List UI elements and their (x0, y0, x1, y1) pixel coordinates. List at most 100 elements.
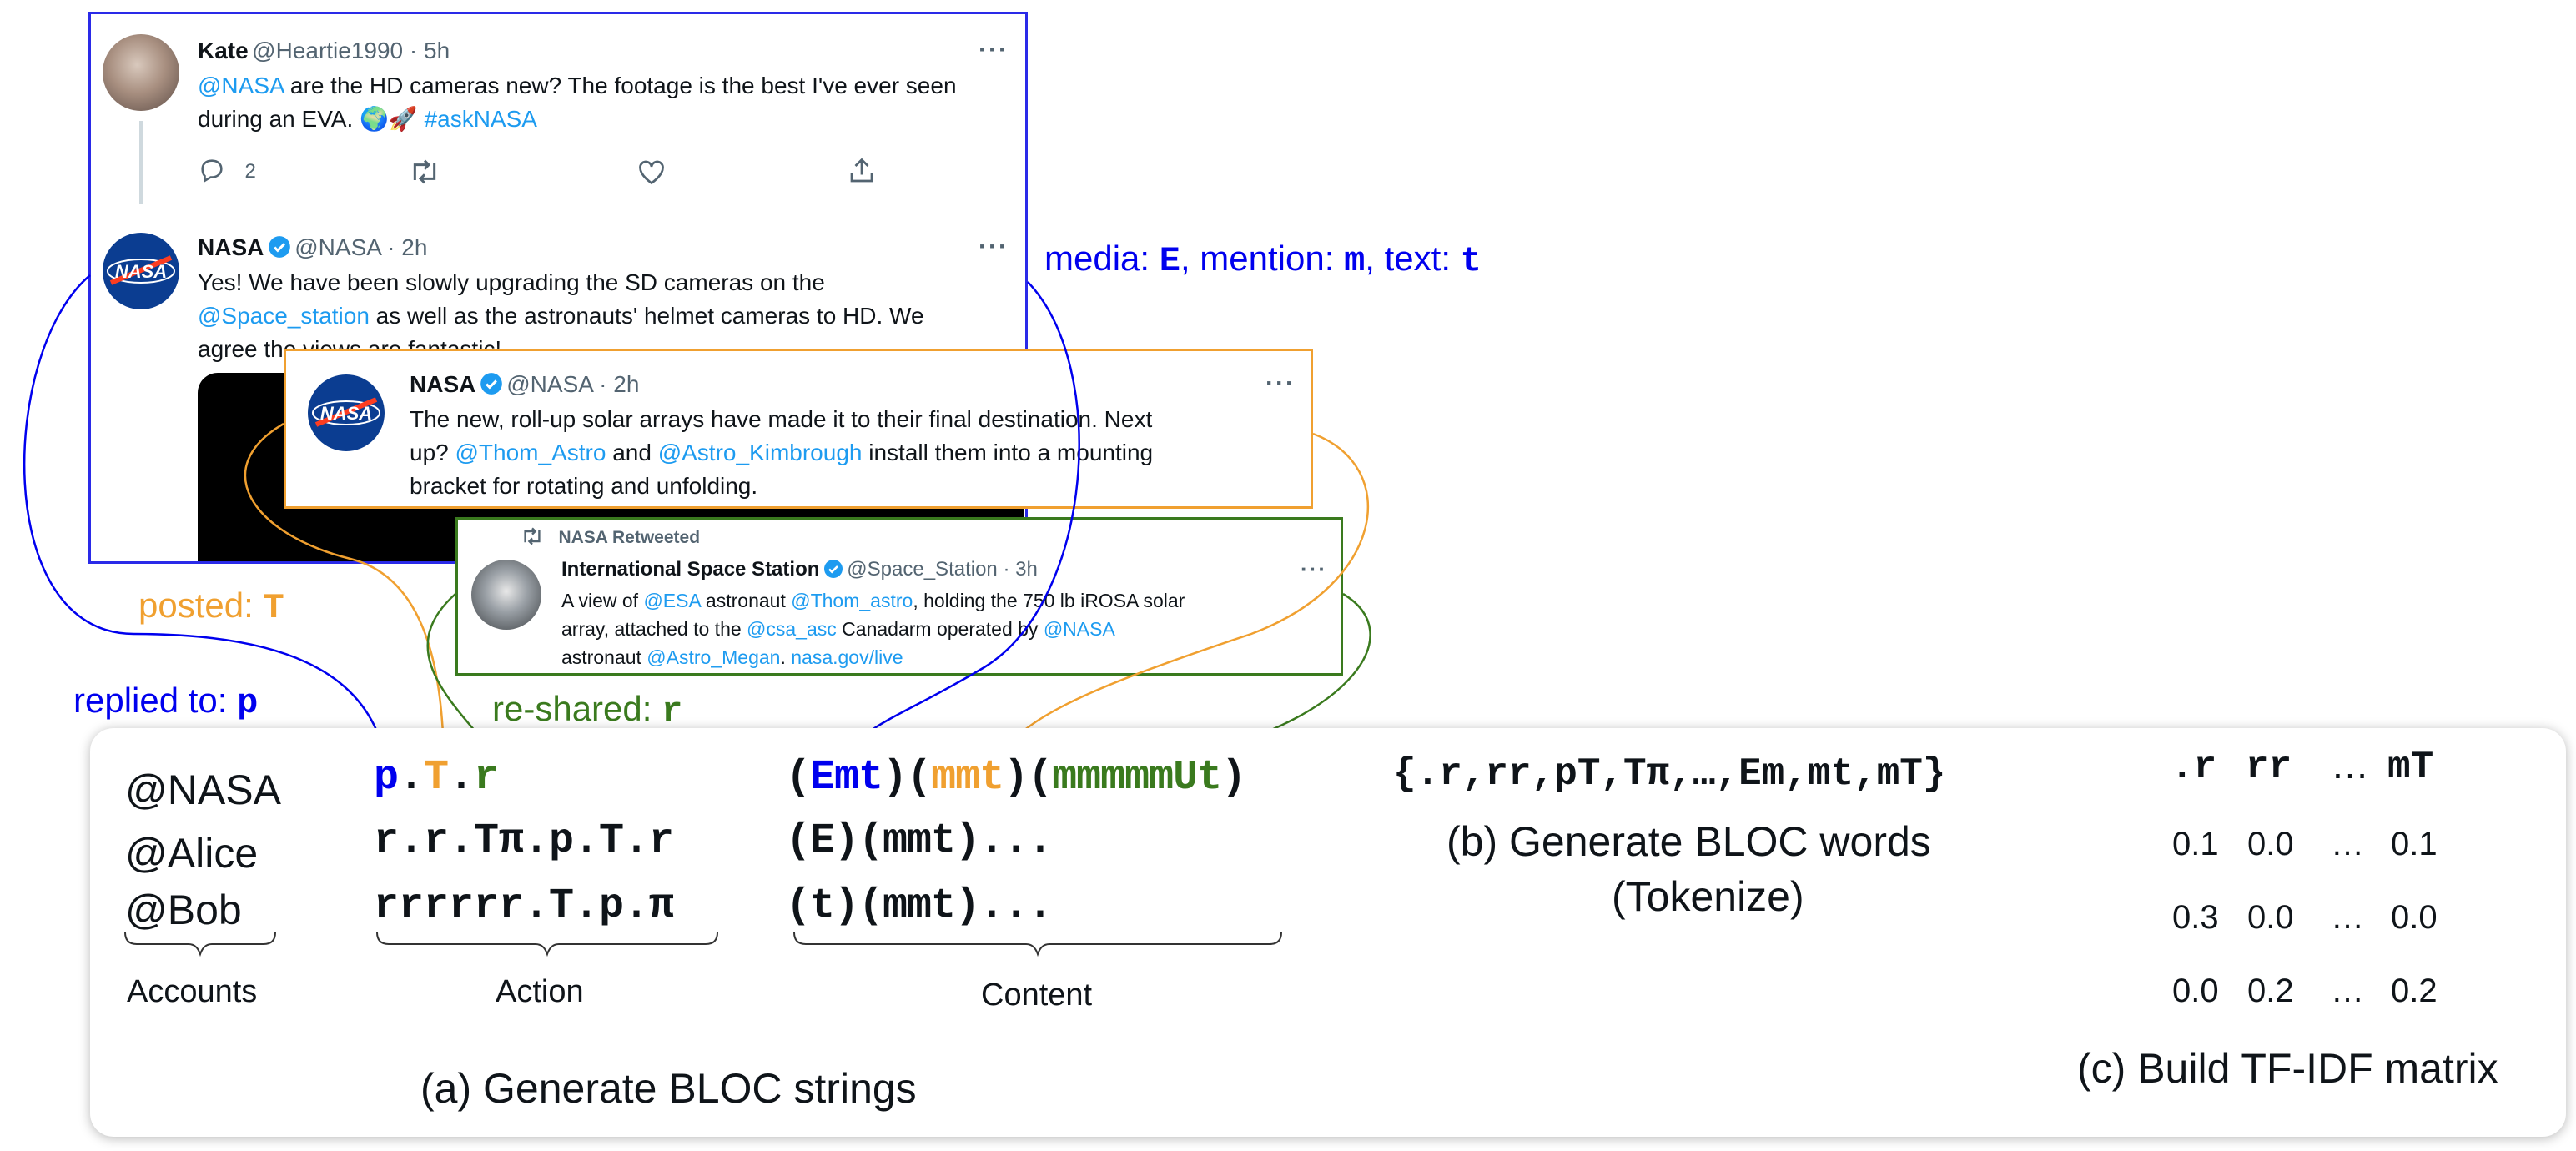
tfidf-cell: 0.2 (2391, 973, 2438, 1009)
content-row-2: (E)(mmt)... (786, 817, 1053, 865)
tweet-text: Canadarm operated by (836, 618, 1044, 640)
step-b-label: (b) Generate BLOC words (1446, 818, 1931, 865)
mention-link[interactable]: @Astro_Megan (647, 646, 781, 668)
action-row-3: rrrrrr.T.p.π (374, 882, 675, 930)
arrow-replied (23, 274, 393, 763)
label-posted: posted: T (138, 586, 284, 628)
tweet-text: A view of (561, 590, 644, 611)
more-icon[interactable]: ··· (1265, 369, 1296, 397)
mention-link[interactable]: @Thom_astro (791, 590, 913, 611)
tweet-text: as well as the astronauts' helmet camera… (369, 303, 924, 329)
label-media-mention-text: media: E, mention: m, text: t (1044, 239, 1482, 281)
mention-link[interactable]: @NASA (198, 73, 284, 98)
label-reshared: re-shared: r (492, 689, 683, 731)
section-label-content: Content (981, 978, 1093, 1013)
mention-link[interactable]: @NASA (1043, 618, 1115, 640)
tfidf-header-0: .r (2171, 746, 2217, 789)
mention-link[interactable]: @ESA (643, 590, 701, 611)
step-b-sublabel: (Tokenize) (1612, 873, 1804, 920)
author-handle-time[interactable]: @NASA · 2h (506, 371, 640, 397)
thread-line (139, 121, 143, 204)
hashtag-link[interactable]: #askNASA (424, 106, 537, 132)
tweet-card-orange: NASA NASA @NASA · 2h ··· The new, roll-u… (284, 349, 1313, 509)
tfidf-cell: 0.0 (2247, 899, 2294, 936)
emoji: 🌍🚀 (360, 106, 418, 132)
tfidf-header-3: mT (2387, 746, 2434, 789)
verified-icon (268, 236, 290, 258)
tfidf-cell: … (2331, 826, 2364, 862)
tfidf-cell: 0.0 (2172, 973, 2219, 1009)
mention-link[interactable]: @Space_station (198, 303, 370, 329)
share-icon[interactable] (847, 156, 877, 186)
tfidf-cell: 0.0 (2247, 826, 2294, 862)
tweet-text: install them into a mounting (862, 440, 1154, 465)
svg-text:NASA: NASA (115, 261, 167, 282)
iss-avatar[interactable] (471, 560, 541, 630)
section-label-action: Action (496, 974, 584, 1009)
author-handle-time[interactable]: @Space_Station · 3h (847, 558, 1038, 581)
reply-button[interactable]: 2 (198, 156, 256, 184)
arrow-content-blue (843, 281, 1080, 763)
nasa-logo-icon: NASA (107, 255, 175, 285)
retweet-icon[interactable] (408, 158, 441, 186)
svg-text:NASA: NASA (320, 403, 372, 424)
retweet-icon (524, 527, 541, 545)
step-a-label: (a) Generate BLOC strings (420, 1065, 917, 1112)
mention-link[interactable]: @Astro_Kimbrough (657, 440, 863, 465)
tfidf-cell: 0.0 (2391, 899, 2438, 936)
account-bob: @Bob (125, 887, 242, 933)
tfidf-cell: 0.3 (2172, 899, 2219, 936)
url-link[interactable]: nasa.gov/live (791, 646, 903, 668)
reply-icon (201, 159, 223, 183)
author-name[interactable]: Kate (198, 38, 249, 63)
like-icon[interactable] (636, 158, 667, 186)
tweet-text: up? (410, 440, 455, 465)
nasa-avatar[interactable]: NASA (308, 374, 385, 451)
mention-link[interactable]: @Thom_Astro (455, 440, 606, 465)
author-name[interactable]: NASA (198, 234, 264, 260)
bloc-words: {.r,rr,pT,Tπ,…,Em,mt,mT} (1393, 752, 1946, 796)
nasa-logo-icon: NASA (312, 397, 380, 427)
content-row-1: (Emt)(mmt)(mmmmmUt) (786, 754, 1246, 802)
tweet-text: The new, roll-up solar arrays have made … (410, 406, 1153, 432)
account-nasa: @NASA (125, 766, 281, 813)
retweeted-label[interactable]: NASA Retweeted (558, 528, 701, 547)
verified-icon (823, 560, 843, 578)
account-alice: @Alice (125, 830, 259, 877)
nasa-avatar[interactable]: NASA (103, 233, 179, 309)
brace-content (793, 932, 1282, 957)
tfidf-header-1: rr (2246, 746, 2292, 789)
more-icon[interactable]: ··· (1301, 556, 1327, 581)
action-row-1: p.T.r (374, 754, 500, 802)
mention-link[interactable]: @csa_asc (747, 618, 837, 640)
brace-action (376, 932, 718, 957)
section-label-accounts: Accounts (127, 974, 258, 1009)
content-row-3: (t)(mmt)... (786, 882, 1053, 930)
tweet-text: . (780, 646, 792, 668)
kate-avatar[interactable] (103, 34, 179, 111)
verified-icon (480, 373, 502, 395)
tweet-text: during an EVA. (198, 106, 360, 132)
tweet-text: are the HD cameras new? The footage is t… (284, 73, 957, 98)
tfidf-header-2: … (2331, 743, 2369, 787)
author-name[interactable]: International Space Station (561, 558, 820, 581)
tweet-card-green: NASA Retweeted International Space Stati… (455, 517, 1343, 676)
tweet-text: , holding the 750 lb iROSA solar (913, 590, 1185, 611)
step-c-label: (c) Build TF-IDF matrix (2077, 1045, 2498, 1092)
arrow-content-orange (997, 432, 1370, 763)
arrow-posted (244, 422, 455, 763)
tweet-text: and (606, 440, 658, 465)
action-row-2: r.r.Tπ.p.T.r (374, 817, 675, 865)
more-icon[interactable]: ··· (979, 36, 1009, 63)
tfidf-cell: … (2331, 973, 2364, 1009)
author-handle-time[interactable]: @NASA · 2h (294, 234, 428, 260)
brace-accounts (124, 932, 276, 957)
author-name[interactable]: NASA (410, 371, 476, 397)
tweet-text: astronaut (561, 646, 647, 668)
label-replied: replied to: p (73, 681, 259, 723)
more-icon[interactable]: ··· (979, 233, 1009, 260)
tfidf-cell: 0.1 (2391, 826, 2438, 862)
tfidf-cell: … (2331, 899, 2364, 936)
author-handle-time[interactable]: @Heartie1990 · 5h (252, 38, 450, 63)
